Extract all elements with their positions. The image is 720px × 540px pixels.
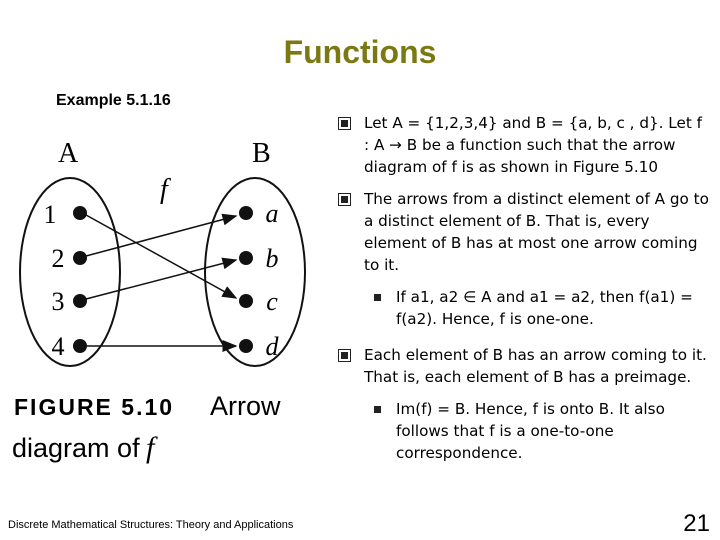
set-a-label: A bbox=[58, 138, 79, 169]
sub-bullet-item-1: If a1, a2 ∈ A and a1 = a2, then f(a1) = … bbox=[338, 286, 710, 330]
codomain-label-c: c bbox=[266, 287, 278, 316]
bullet-text: The arrows from a distinct element of A … bbox=[364, 190, 709, 274]
domain-dot-4 bbox=[73, 339, 87, 353]
figure-caption-f: f bbox=[146, 431, 158, 464]
domain-dot-1 bbox=[73, 206, 87, 220]
bullet-list: Let A = {1,2,3,4} and B = {a, b, c , d}.… bbox=[338, 112, 710, 478]
domain-label-4: 4 bbox=[52, 332, 65, 361]
domain-label-3: 3 bbox=[52, 287, 65, 316]
page-number: 21 bbox=[683, 510, 710, 537]
codomain-dot-a bbox=[239, 206, 253, 220]
sub-bullet-text: If a1, a2 ∈ A and a1 = a2, then f(a1) = … bbox=[396, 288, 693, 328]
figure-caption-word: Arrow bbox=[210, 391, 281, 421]
footer-text: Discrete Mathematical Structures: Theory… bbox=[8, 519, 294, 531]
codomain-dot-d bbox=[239, 339, 253, 353]
set-b-label: B bbox=[252, 138, 271, 169]
codomain-label-b: b bbox=[266, 244, 279, 273]
domain-dot-3 bbox=[73, 294, 87, 308]
slide-title: Functions bbox=[283, 34, 437, 70]
arrow-2-to-a bbox=[85, 213, 238, 257]
figure-caption-line2: diagram of bbox=[12, 433, 140, 463]
sub-bullet-text: Im(f) = B. Hence, f is onto B. It also f… bbox=[396, 400, 665, 462]
set-b-ellipse bbox=[204, 177, 306, 367]
bullet-item-1: Let A = {1,2,3,4} and B = {a, b, c , d}.… bbox=[338, 112, 710, 178]
bullet-item-2: The arrows from a distinct element of A … bbox=[338, 188, 710, 276]
codomain-label-d: d bbox=[266, 332, 280, 361]
sub-bullet-item-2: Im(f) = B. Hence, f is onto B. It also f… bbox=[338, 398, 710, 464]
figure-caption-number: FIGURE 5.10 bbox=[14, 394, 174, 420]
set-a-ellipse bbox=[19, 177, 121, 367]
domain-label-1: 1 bbox=[44, 200, 57, 229]
codomain-dot-c bbox=[239, 294, 253, 308]
function-label: f bbox=[160, 174, 171, 205]
square-bullet-icon bbox=[338, 193, 351, 206]
arrow-diagram-figure: A B f 1 2 3 4 a b c d FIGURE 5.10 Arrow … bbox=[12, 138, 306, 464]
bullet-text: Let A = {1,2,3,4} and B = {a, b, c , d}.… bbox=[364, 114, 702, 176]
domain-label-2: 2 bbox=[52, 244, 65, 273]
example-label: Example 5.1.16 bbox=[56, 92, 171, 109]
square-bullet-icon bbox=[338, 117, 351, 130]
small-square-bullet-icon bbox=[374, 406, 381, 413]
arrow-1-to-c bbox=[85, 214, 238, 299]
domain-dot-2 bbox=[73, 251, 87, 265]
small-square-bullet-icon bbox=[374, 294, 381, 301]
square-bullet-icon bbox=[338, 349, 351, 362]
arrow-3-to-b bbox=[85, 257, 238, 300]
codomain-label-a: a bbox=[266, 199, 279, 228]
codomain-dot-b bbox=[239, 251, 253, 265]
bullet-item-3: Each element of B has an arrow coming to… bbox=[338, 344, 710, 388]
bullet-text: Each element of B has an arrow coming to… bbox=[364, 346, 707, 386]
